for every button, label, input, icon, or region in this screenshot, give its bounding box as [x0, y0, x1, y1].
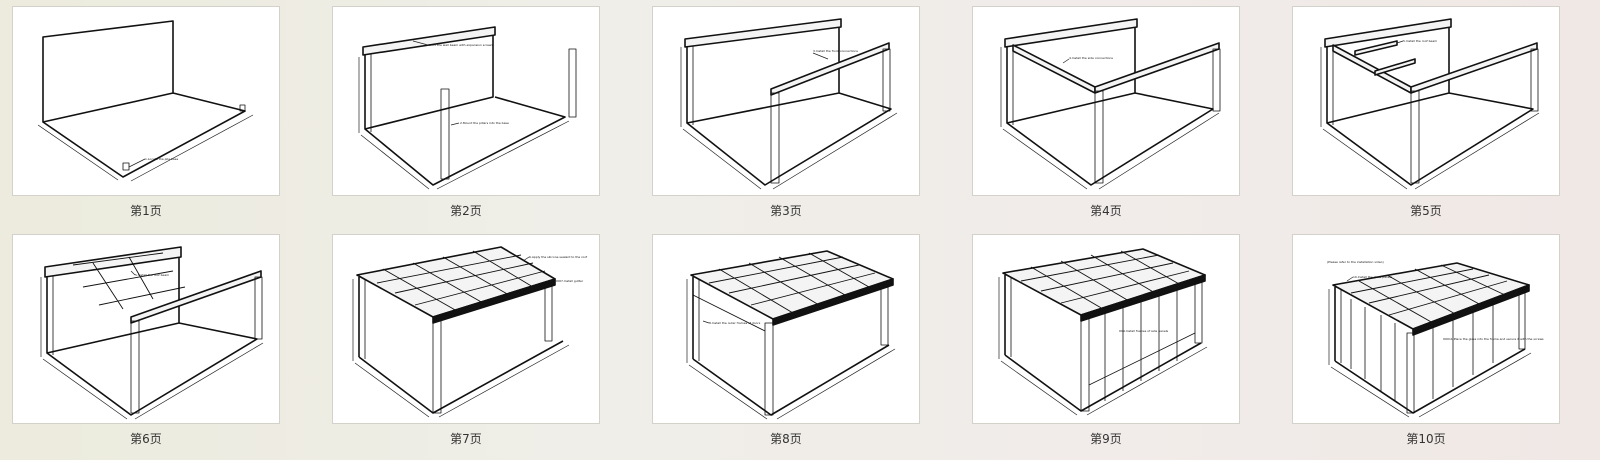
step-note: 4.Install the side connections: [1069, 56, 1113, 60]
page-label: 第8页: [770, 432, 802, 446]
step-note: 6.Apply the silicone sealant to the roof: [529, 255, 588, 259]
page-label: 第5页: [1410, 204, 1442, 218]
diagram-step-5: 5.Install the roof beam: [1320, 18, 1540, 190]
page-thumbnail-image: 5.Install the roof beam: [1292, 6, 1560, 196]
page-thumbnail-image: 1.Fix the wall beam with expansion screw…: [332, 6, 600, 196]
diagram-step-9: 9.Install frames of side panels: [998, 248, 1208, 416]
page-thumbnail-9[interactable]: 9.Install frames of side panels 第9页: [972, 234, 1240, 454]
step-note: 5.Install the roof beam: [135, 273, 169, 277]
page-thumbnail-image: 3.Install the front connections: [652, 6, 920, 196]
page-thumbnail-6[interactable]: 5.Install the roof beam 第6页: [12, 234, 280, 454]
page-thumbnail-1[interactable]: 1.Locate the pile base 第1页: [12, 6, 280, 226]
diagram-step-2: 1.Fix the wall beam with expansion screw…: [358, 26, 577, 190]
page-thumbnail-7[interactable]: 6.Apply the silicone sealant to the roof…: [332, 234, 600, 454]
diagram-step-3: 3.Install the front connections: [680, 18, 898, 190]
diagram-step-10: (Please refer to the installation video)…: [1327, 260, 1544, 418]
page-label: 第2页: [450, 204, 482, 218]
step-note-2: 7.Install gutter: [561, 279, 584, 283]
page-label: 第4页: [1090, 204, 1122, 218]
diagram-step-6: 5.Install the roof beam: [40, 246, 264, 420]
page-label: 第6页: [130, 432, 162, 446]
step-note: 5.Install the roof beam: [1403, 39, 1437, 43]
page-label: 第1页: [130, 204, 162, 218]
page-thumbnail-image: (Please refer to the installation video)…: [1292, 234, 1560, 424]
page-thumbnail-image: 8.Install the outer frames of doors: [652, 234, 920, 424]
step-note-2: 10.Install the glass panels: [1353, 275, 1393, 279]
page-thumbnail-image: 9.Install frames of side panels: [972, 234, 1240, 424]
page-thumbnail-10[interactable]: (Please refer to the installation video)…: [1292, 234, 1560, 454]
page-thumbnail-image: 4.Install the side connections: [972, 6, 1240, 196]
step-note: 9.Install frames of side panels: [1123, 329, 1169, 333]
page-label: 第9页: [1090, 432, 1122, 446]
diagram-step-4: 4.Install the side connections: [1000, 18, 1221, 190]
page-thumbnail-image: 1.Locate the pile base: [12, 6, 280, 196]
step-note: (Please refer to the installation video): [1327, 260, 1384, 264]
step-note: 3.Install the front connections: [813, 49, 858, 53]
diagram-step-7: 6.Apply the silicone sealant to the roof…: [352, 246, 588, 418]
step-note-2: 2.Mount the pillars into the base: [460, 121, 509, 125]
page-thumbnail-2[interactable]: 1.Fix the wall beam with expansion screw…: [332, 6, 600, 226]
diagram-step-1: 1.Locate the pile base: [37, 20, 254, 182]
step-note-3: 11.Place the glass into the frame and se…: [1449, 337, 1544, 341]
step-note: 1.Locate the pile base: [145, 157, 178, 161]
step-note: 8.Install the outer frames of doors: [709, 321, 761, 325]
page-label: 第7页: [450, 432, 482, 446]
page-thumbnail-image: 5.Install the roof beam: [12, 234, 280, 424]
page-label: 第10页: [1406, 432, 1446, 446]
page-thumbnail-image: 6.Apply the silicone sealant to the roof…: [332, 234, 600, 424]
step-note: 1.Fix the wall beam with expansion screw…: [429, 43, 493, 47]
page-thumbnail-5[interactable]: 5.Install the roof beam 第5页: [1292, 6, 1560, 226]
page-thumbnail-4[interactable]: 4.Install the side connections 第4页: [972, 6, 1240, 226]
page-label: 第3页: [770, 204, 802, 218]
page-thumbnail-3[interactable]: 3.Install the front connections 第3页: [652, 6, 920, 226]
diagram-step-8: 8.Install the outer frames of doors: [686, 250, 896, 420]
page-thumbnail-8[interactable]: 8.Install the outer frames of doors 第8页: [652, 234, 920, 454]
